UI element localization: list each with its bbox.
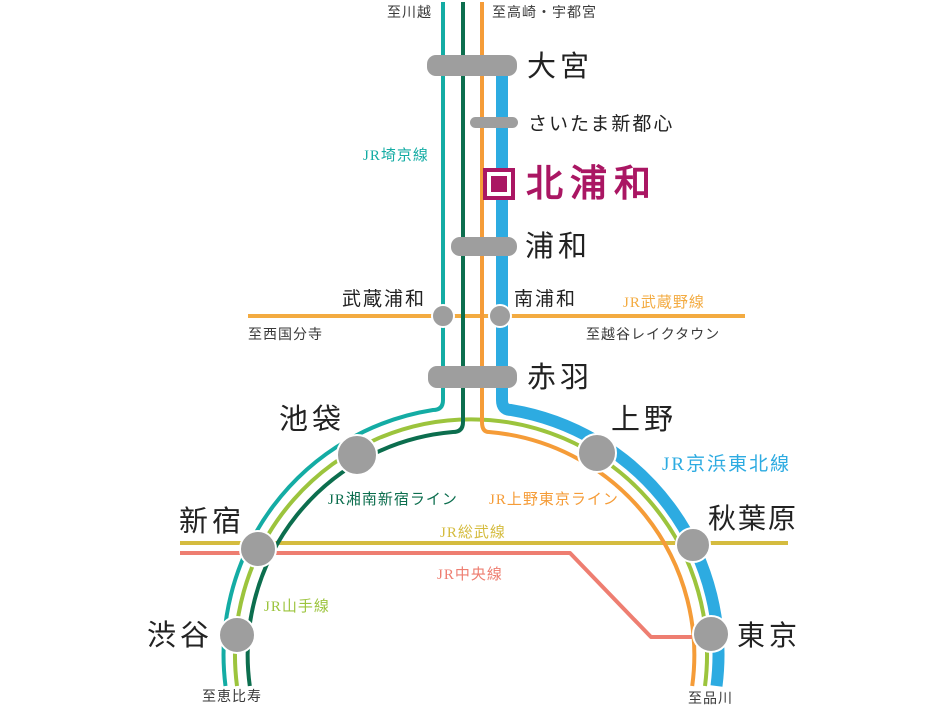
- station-kita-urawa-marker-inner: [487, 172, 511, 196]
- label-line-musashino: JR武蔵野線: [623, 294, 705, 311]
- station-urawa-marker: [451, 237, 517, 256]
- label-line-keihin-tohoku: JR京浜東北線: [662, 453, 791, 475]
- label-line-yamanote: JR山手線: [264, 598, 330, 615]
- label-station-minami-urawa: 南浦和: [514, 288, 577, 310]
- station-omiya-marker: [427, 55, 517, 76]
- label-dest-ebisu: 至恵比寿: [202, 688, 262, 705]
- station-ikebukuro-marker: [336, 434, 378, 476]
- station-musashi-urawa-marker: [431, 304, 455, 328]
- label-station-kita-urawa: 北浦和: [526, 163, 658, 205]
- label-dest-koshigaya-laketown: 至越谷レイクタウン: [586, 327, 720, 343]
- label-station-ikebukuro: 池袋: [279, 403, 345, 436]
- station-tokyo-marker: [692, 615, 730, 653]
- saikyo-line: [221, 2, 445, 687]
- label-station-akabane: 赤羽: [527, 362, 593, 394]
- shonan-shinjuku-line: [245, 2, 465, 687]
- label-line-sobu: JR総武線: [440, 524, 506, 541]
- station-minami-urawa-marker: [488, 304, 512, 328]
- label-station-tokyo: 東京: [737, 620, 801, 652]
- label-line-shonan-shinjuku: JR湘南新宿ライン: [328, 491, 458, 508]
- label-station-ueno: 上野: [611, 404, 677, 436]
- label-line-saikyo: JR埼京線: [363, 147, 429, 164]
- label-dest-kawagoe: 至川越: [387, 5, 432, 21]
- station-akihabara-marker: [675, 527, 711, 563]
- label-line-ueno-tokyo: JR上野東京ライン: [489, 491, 619, 508]
- label-dest-nishi-kokubunji: 至西国分寺: [248, 327, 323, 343]
- station-shinjuku-marker: [239, 530, 277, 568]
- label-station-omiya: 大宮: [527, 50, 593, 83]
- label-station-musashi-urawa: 武蔵浦和: [342, 288, 426, 310]
- label-station-shinjuku: 新宿: [179, 505, 245, 538]
- station-ueno-marker: [577, 433, 617, 473]
- label-station-urawa: 浦和: [525, 230, 591, 263]
- label-dest-shinagawa: 至品川: [688, 692, 733, 707]
- label-station-saitama-shintoshin: さいたま新都心: [528, 113, 674, 135]
- station-saitama-shintoshin-marker: [470, 117, 518, 128]
- ueno-tokyo-line: [480, 2, 697, 687]
- chuo-line: [180, 551, 698, 639]
- station-shibuya-marker: [218, 616, 256, 654]
- keihin-tohoku-line: [496, 76, 725, 687]
- label-station-akihabara: 秋葉原: [708, 503, 798, 535]
- label-dest-takasaki-utsunomiya: 至高崎・宇都宮: [492, 4, 597, 21]
- station-akabane-marker: [428, 366, 517, 388]
- label-station-shibuya: 渋谷: [147, 619, 213, 652]
- label-line-chuo: JR中央線: [437, 566, 503, 583]
